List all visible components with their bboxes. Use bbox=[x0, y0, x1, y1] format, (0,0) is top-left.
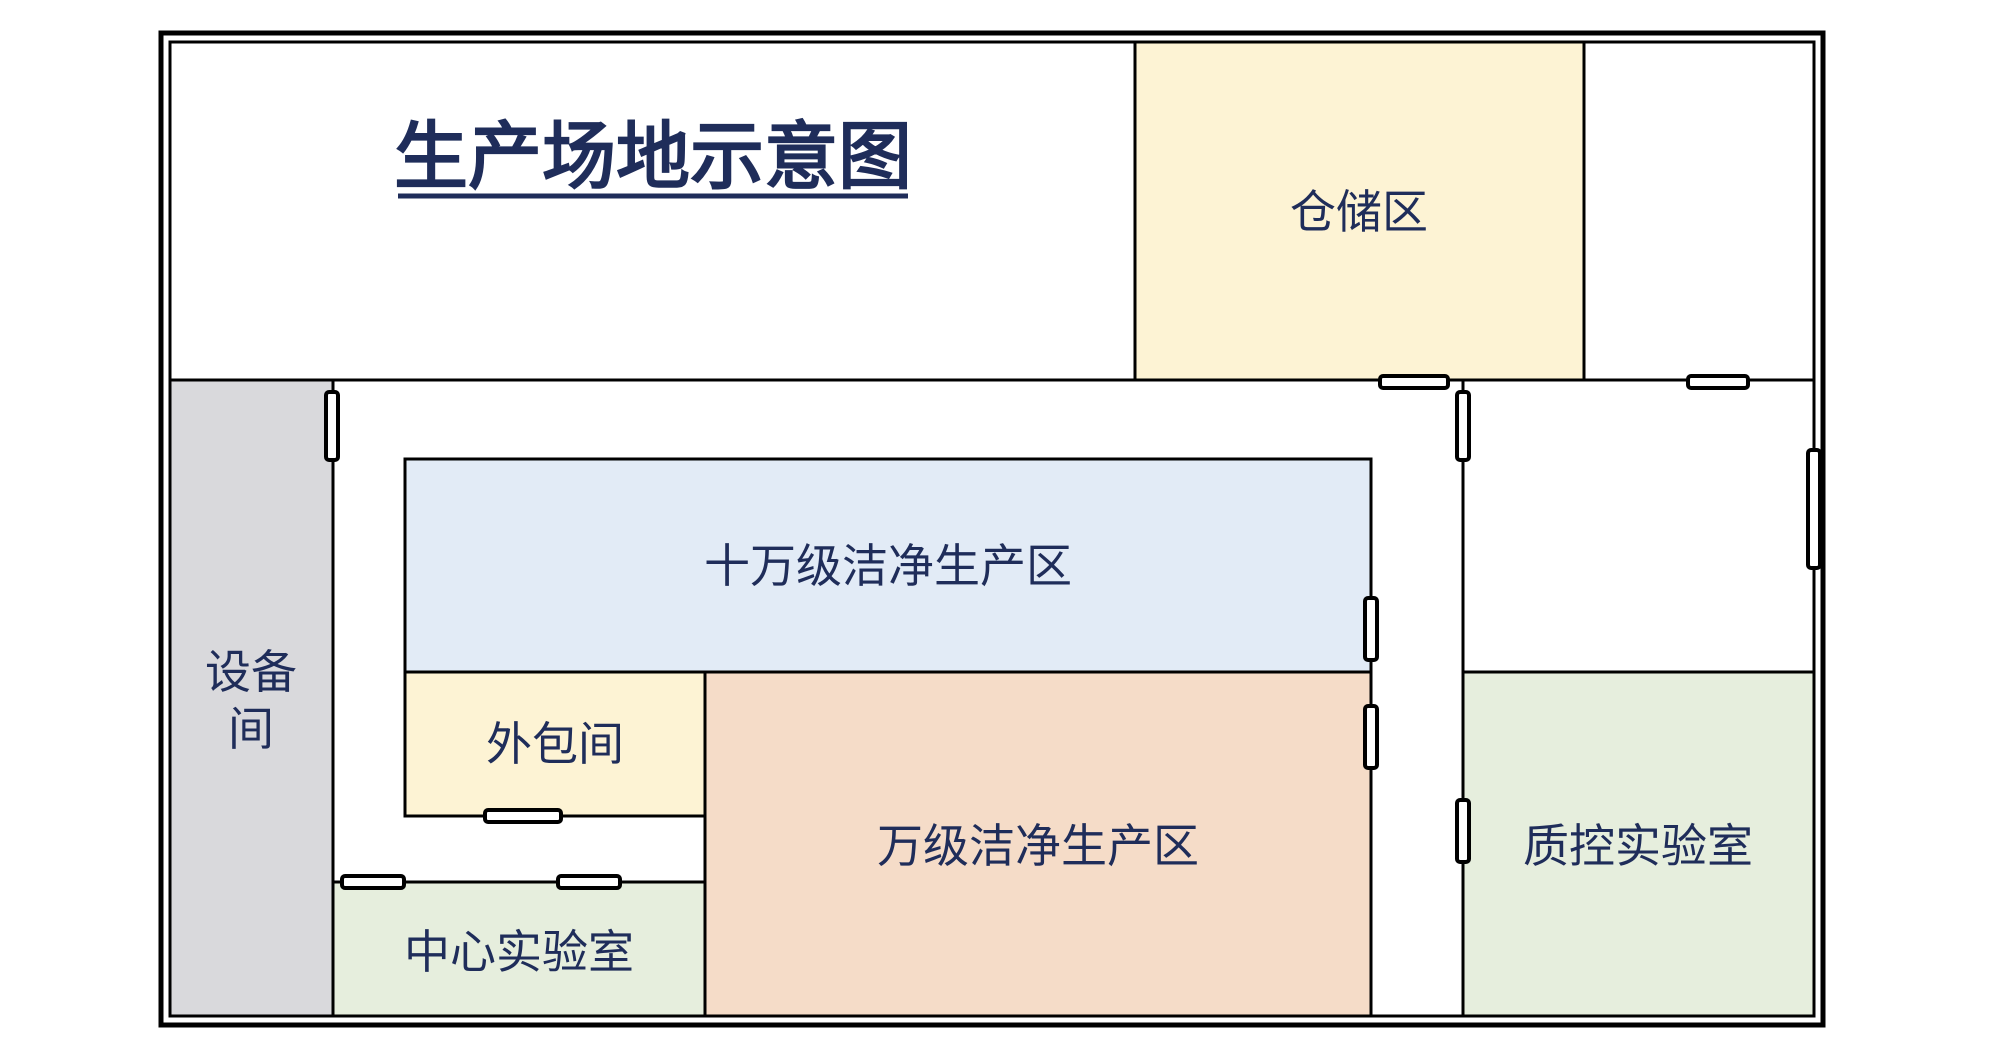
room-clean-10k bbox=[703, 670, 1373, 1018]
room-clean-100k bbox=[403, 457, 1373, 674]
room-qc-lab bbox=[1461, 670, 1816, 1018]
room-upper-right bbox=[1461, 378, 1816, 674]
door bbox=[1686, 374, 1750, 390]
room-central-lab bbox=[331, 880, 707, 1018]
label-central-lab: 中心实验室 bbox=[404, 925, 634, 979]
door bbox=[1806, 448, 1822, 570]
door bbox=[1455, 798, 1471, 864]
label-warehouse: 仓储区 bbox=[1290, 185, 1428, 239]
label-clean-100k: 十万级洁净生产区 bbox=[704, 539, 1072, 593]
door bbox=[324, 390, 340, 462]
page-title: 生产场地示意图 bbox=[394, 114, 912, 200]
label-clean-10k: 万级洁净生产区 bbox=[877, 819, 1199, 873]
door bbox=[483, 808, 563, 824]
door bbox=[1378, 374, 1450, 390]
label-outer-pack: 外包间 bbox=[486, 717, 624, 771]
label-equipment-line2: 间 bbox=[228, 702, 274, 756]
door bbox=[1363, 596, 1379, 662]
door bbox=[556, 874, 622, 890]
label-qc-lab: 质控实验室 bbox=[1523, 819, 1753, 873]
label-equipment-line1: 设备 bbox=[205, 645, 297, 699]
room-warehouse bbox=[1133, 40, 1586, 382]
door bbox=[340, 874, 406, 890]
doors bbox=[324, 374, 1822, 890]
door bbox=[1363, 704, 1379, 770]
door bbox=[1455, 390, 1471, 462]
